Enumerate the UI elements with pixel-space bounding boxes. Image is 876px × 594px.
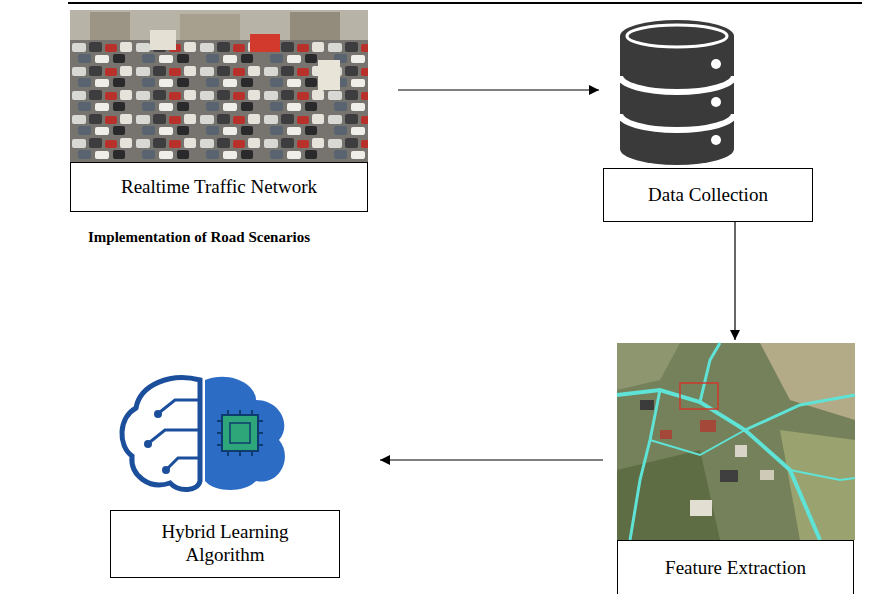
box-label: Hybrid Learning Algorithm <box>141 521 309 567</box>
process-box: Feature Extraction <box>617 343 854 594</box>
caption-stack: Data Collection <box>648 184 768 207</box>
caption-stack: Realtime Traffic Network <box>121 176 317 199</box>
satellite-image <box>617 343 855 540</box>
caption-box: Hybrid Learning Algorithm <box>110 510 340 578</box>
note-label: Implementation of Road Scenarios <box>88 228 320 247</box>
caption-box: Feature Extraction <box>617 540 854 594</box>
top-rule <box>68 2 862 4</box>
process-box: Data Collection <box>603 18 813 222</box>
flow-arrow <box>380 459 603 460</box>
box-label: Realtime Traffic Network <box>121 176 317 199</box>
traffic-photo <box>70 10 368 162</box>
process-box: Hybrid Learning Algorithm <box>110 370 340 578</box>
caption-stack: Feature Extraction <box>665 557 806 580</box>
box-label: Feature Extraction <box>665 557 806 580</box>
brain-cloud-icon <box>122 377 285 490</box>
caption-box: Realtime Traffic Network <box>70 162 368 212</box>
flow-arrow <box>398 89 599 90</box>
process-box: Realtime Traffic Network <box>70 10 368 212</box>
flow-arrow <box>734 222 735 340</box>
database-icon <box>620 20 734 165</box>
caption-stack: Hybrid Learning Algorithm <box>141 521 309 567</box>
caption-box: Data Collection <box>603 168 813 222</box>
box-label: Data Collection <box>648 184 768 207</box>
